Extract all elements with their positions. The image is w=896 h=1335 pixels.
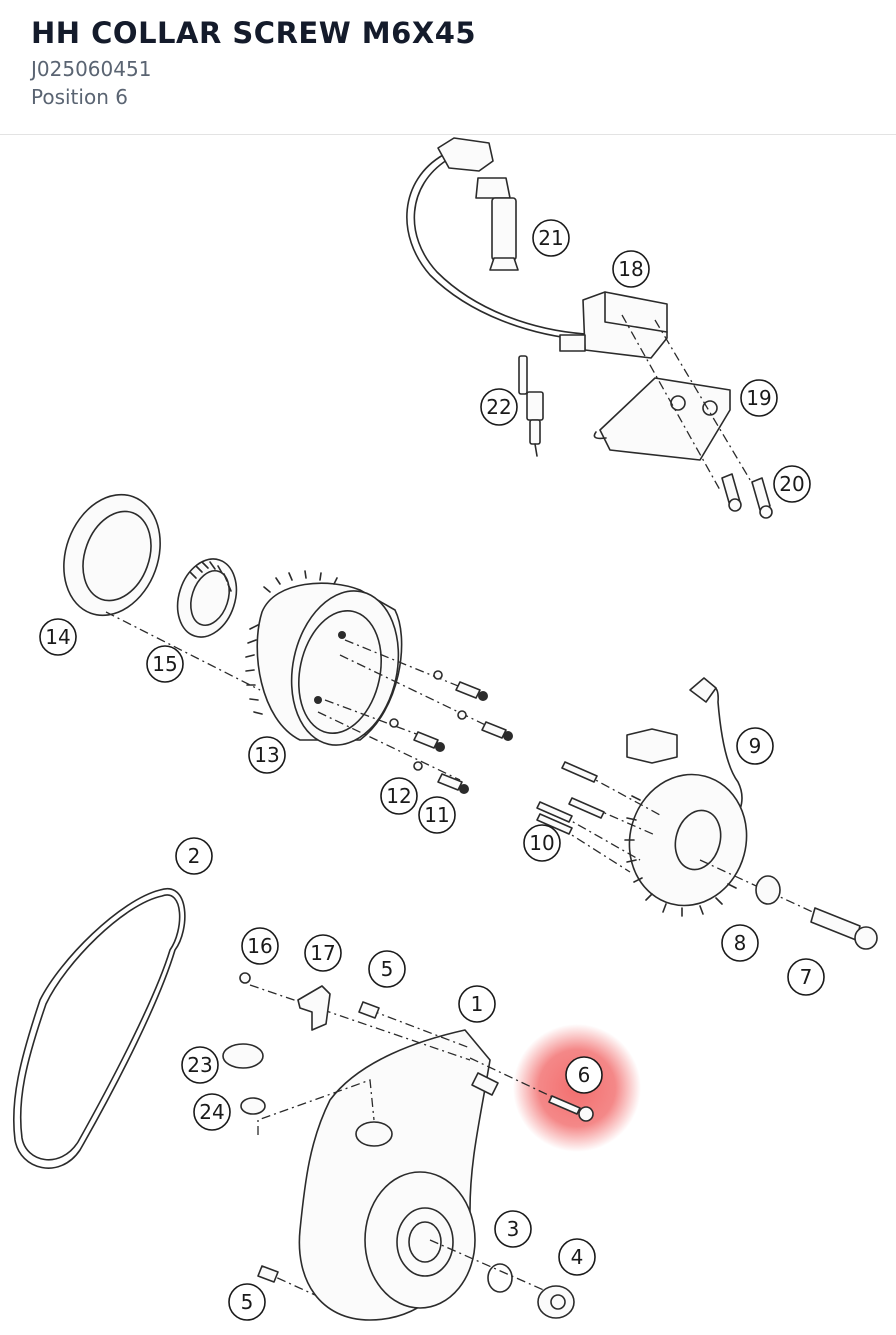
svg-text:15: 15 (152, 652, 177, 676)
callout-4[interactable]: 4 (558, 1238, 596, 1276)
part-title: HH COLLAR SCREW M6X45 (31, 16, 477, 50)
svg-text:17: 17 (310, 941, 335, 965)
svg-text:4: 4 (571, 1245, 584, 1269)
svg-text:8: 8 (734, 931, 747, 955)
callout-12[interactable]: 12 (380, 777, 418, 815)
ignition-coil-group (406, 137, 773, 519)
callout-11[interactable]: 11 (418, 796, 456, 834)
callout-20[interactable]: 20 (773, 465, 811, 503)
part-position: Position 6 (31, 85, 128, 109)
svg-text:3: 3 (507, 1217, 520, 1241)
callout-18[interactable]: 18 (612, 250, 650, 288)
cover-group (12, 887, 594, 1321)
svg-text:24: 24 (199, 1100, 224, 1124)
svg-text:12: 12 (386, 784, 411, 808)
stator-group (536, 677, 878, 950)
svg-text:9: 9 (749, 734, 762, 758)
svg-text:11: 11 (424, 803, 449, 827)
callout-14[interactable]: 14 (39, 618, 77, 656)
part-number: J025060451 (31, 57, 152, 81)
callout-1[interactable]: 1 (458, 985, 496, 1023)
callout-23[interactable]: 23 (181, 1046, 219, 1084)
svg-text:5: 5 (381, 957, 394, 981)
svg-text:6: 6 (578, 1063, 591, 1087)
callout-6[interactable]: 6 (565, 1056, 603, 1094)
svg-text:19: 19 (746, 386, 771, 410)
callout-3[interactable]: 3 (494, 1210, 532, 1248)
svg-text:2: 2 (188, 844, 201, 868)
svg-text:5: 5 (241, 1290, 254, 1314)
callout-10[interactable]: 10 (523, 824, 561, 862)
callout-8[interactable]: 8 (721, 924, 759, 962)
svg-text:10: 10 (529, 831, 554, 855)
callout-19[interactable]: 19 (740, 379, 778, 417)
callout-5-lower[interactable]: 5 (228, 1283, 266, 1321)
callout-13[interactable]: 13 (248, 736, 286, 774)
callout-7[interactable]: 7 (787, 958, 825, 996)
svg-text:14: 14 (45, 625, 70, 649)
part-header: HH COLLAR SCREW M6X45 J025060451 Positio… (0, 0, 896, 135)
callout-15[interactable]: 15 (146, 645, 184, 683)
exploded-parts-diagram: 21 18 22 19 20 14 15 13 12 11 9 10 8 7 2… (12, 137, 878, 1321)
svg-text:7: 7 (800, 965, 813, 989)
callout-2[interactable]: 2 (175, 837, 213, 875)
svg-text:13: 13 (254, 743, 279, 767)
svg-text:18: 18 (618, 257, 643, 281)
svg-text:1: 1 (471, 992, 484, 1016)
callout-21[interactable]: 21 (532, 219, 570, 257)
callout-16[interactable]: 16 (241, 927, 279, 965)
callout-22[interactable]: 22 (480, 388, 518, 426)
svg-text:23: 23 (187, 1053, 212, 1077)
callout-17[interactable]: 17 (304, 934, 342, 972)
callout-24[interactable]: 24 (193, 1093, 231, 1131)
svg-text:21: 21 (538, 226, 563, 250)
flywheel-group (63, 493, 513, 794)
callout-9[interactable]: 9 (736, 727, 774, 765)
svg-text:20: 20 (779, 472, 804, 496)
callout-5-upper[interactable]: 5 (368, 950, 406, 988)
svg-text:16: 16 (247, 934, 272, 958)
svg-text:22: 22 (486, 395, 511, 419)
